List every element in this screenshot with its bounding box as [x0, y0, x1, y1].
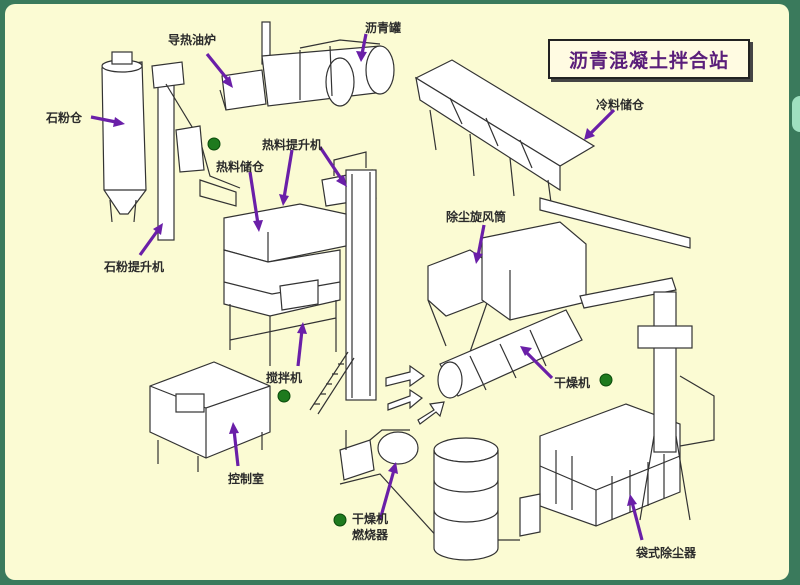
control-room-drawing	[149, 361, 271, 472]
label-dust-cyclone: 除尘旋风筒	[446, 210, 507, 224]
powder-silo-drawing	[101, 51, 147, 223]
material-flow-arrows	[385, 364, 445, 425]
label-control-room: 控制室	[228, 472, 265, 486]
label-powder-silo: 石粉仓	[46, 111, 83, 125]
label-pointer-arrows	[90, 33, 644, 541]
component-markers	[207, 137, 613, 527]
chimney-drawing	[637, 291, 715, 521]
label-hot-bin: 热料储仓	[216, 160, 265, 174]
powder-elevator-drawing	[151, 61, 241, 241]
mixer-stairs-drawing	[309, 351, 355, 415]
marker-burner[interactable]	[333, 513, 347, 527]
hot-bin-drawing	[223, 203, 347, 366]
label-mixer: 搅拌机	[266, 371, 303, 385]
marker-dryer[interactable]	[599, 373, 613, 387]
label-hot-elevator: 热料提升机	[262, 138, 323, 152]
label-cold-bin: 冷料储仓	[596, 98, 645, 112]
label-burner-line1: 干燥机	[352, 512, 389, 526]
dryer-drawing	[437, 277, 677, 399]
label-powder-elevator: 石粉提升机	[104, 260, 165, 274]
scroll-edge-tab[interactable]	[792, 96, 800, 132]
storage-tank-drawing	[433, 437, 499, 561]
asphalt-tank-drawing	[261, 39, 395, 107]
label-thermal-oil-furnace: 导热油炉	[168, 33, 217, 47]
dust-cyclone-drawing	[427, 221, 587, 353]
label-bag-filter: 袋式除尘器	[636, 546, 697, 560]
label-asphalt-tank: 沥青罐	[365, 21, 402, 35]
marker-hot-bin[interactable]	[207, 137, 221, 151]
marker-mixer[interactable]	[277, 389, 291, 403]
page-title: 沥青混凝土拌合站	[548, 39, 750, 79]
cold-bin-drawing	[414, 59, 691, 249]
hot-elevator-drawing	[321, 151, 377, 401]
label-burner-line2: 燃烧器	[352, 528, 389, 542]
bag-filter-drawing	[519, 403, 681, 537]
label-dryer: 干燥机	[554, 376, 591, 390]
